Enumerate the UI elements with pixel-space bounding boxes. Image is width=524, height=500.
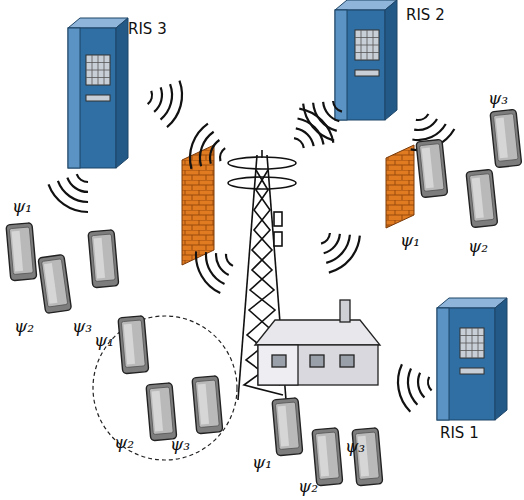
user-label: ψ₁ xyxy=(94,330,114,350)
user-label: ψ₁ xyxy=(252,452,272,472)
group-circle xyxy=(93,316,237,460)
wall-right xyxy=(386,145,414,228)
user-label: ψ₁ xyxy=(400,230,420,250)
user-label: ψ₂ xyxy=(14,316,34,336)
user-label: ψ₂ xyxy=(114,432,134,452)
radio-waves xyxy=(44,74,457,413)
ris3-building xyxy=(68,18,128,168)
ris-building: RIS 1 xyxy=(434,296,514,446)
ris2-building xyxy=(335,0,397,120)
user-label: ψ₃ xyxy=(170,434,190,454)
ris-building: RIS 2 xyxy=(332,0,462,124)
phones xyxy=(6,109,522,486)
user-label: ψ₁ xyxy=(12,196,32,216)
user-label: ψ₃ xyxy=(488,88,508,108)
ris-building: RIS 3 xyxy=(64,14,174,174)
user-label: ψ₂ xyxy=(468,236,488,256)
ris1-building xyxy=(437,298,507,420)
ris-label: RIS 1 xyxy=(440,424,479,442)
user-label: ψ₃ xyxy=(72,316,92,336)
ris-label: RIS 2 xyxy=(406,6,445,24)
ris-label: RIS 3 xyxy=(128,20,167,38)
user-label: ψ₃ xyxy=(345,436,365,456)
user-label: ψ₂ xyxy=(298,476,318,496)
wall-left xyxy=(182,145,214,265)
house xyxy=(255,300,380,385)
